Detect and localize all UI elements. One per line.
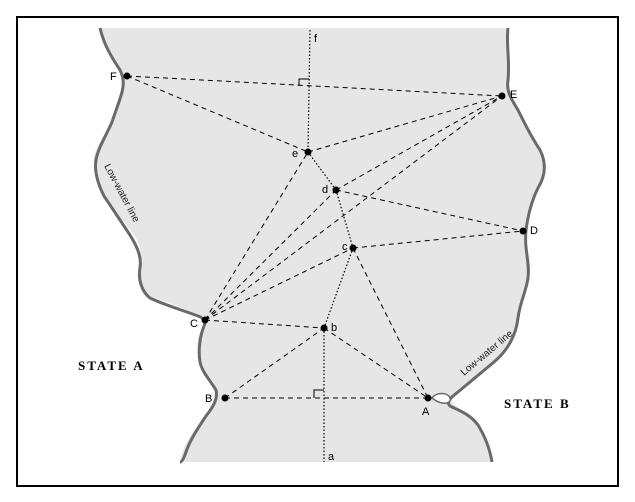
median-line <box>307 29 354 462</box>
median-segment-f-e <box>307 29 311 153</box>
line-F-e <box>126 75 309 153</box>
line-e-E <box>307 95 503 153</box>
point-c <box>349 244 357 252</box>
line-B-b <box>224 327 325 399</box>
label-c: c <box>342 241 348 253</box>
point-B <box>221 394 229 402</box>
left-shoreline <box>94 27 218 464</box>
label-e: e <box>292 148 298 160</box>
point-b <box>320 324 328 332</box>
state-b-label: STATE B <box>504 396 571 411</box>
label-a: a <box>328 451 335 463</box>
label-d: d <box>322 184 328 196</box>
label-F: F <box>110 71 117 83</box>
median-segment-d-c <box>335 189 354 249</box>
line-C-d <box>204 189 337 321</box>
line-c-A <box>352 247 429 399</box>
points <box>123 72 527 402</box>
line-C-E <box>204 95 503 321</box>
point-E <box>498 92 506 100</box>
right-shoreline <box>446 27 546 463</box>
point-D <box>519 227 527 235</box>
figure-frame <box>16 16 619 487</box>
point-A <box>424 394 432 402</box>
median-segment-c-b <box>323 247 354 329</box>
label-f: f <box>314 33 318 45</box>
label-D: D <box>530 225 538 237</box>
label-b: b <box>331 322 337 334</box>
label-A: A <box>422 406 430 418</box>
water-body <box>93 28 545 462</box>
inlet-near-a <box>430 392 451 404</box>
right-angle-marker-top <box>298 78 309 86</box>
line-C-b <box>204 319 325 329</box>
line-C-e <box>204 151 309 321</box>
label-B: B <box>205 393 212 405</box>
label-C: C <box>190 318 198 330</box>
point-C <box>201 316 209 324</box>
point-d <box>332 186 340 194</box>
point-F <box>123 72 131 80</box>
line-d-E <box>335 95 503 191</box>
line-C-c <box>204 247 354 321</box>
label-E: E <box>510 89 517 101</box>
construction-lines <box>126 75 524 399</box>
line-d-D <box>335 189 524 232</box>
line-b-A <box>323 327 429 399</box>
state-a-label: STATE A <box>78 358 145 373</box>
right-angle-marker-bottom <box>313 389 324 398</box>
median-segment-e-d <box>307 151 337 191</box>
point-e <box>304 148 312 156</box>
line-c-D <box>352 230 524 249</box>
